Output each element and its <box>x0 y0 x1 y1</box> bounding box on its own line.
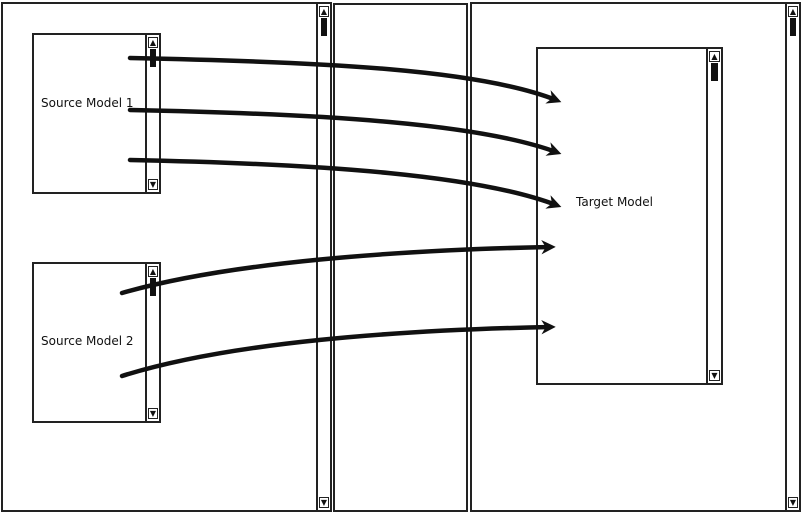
target-model-box: ▲ ▼ <box>536 47 723 385</box>
scroll-up-icon[interactable]: ▲ <box>148 266 158 277</box>
scroll-down-icon[interactable]: ▼ <box>319 497 329 508</box>
source-model-1-label: Source Model 1 <box>41 96 134 110</box>
scroll-thumb[interactable] <box>711 63 718 81</box>
target-model-scrollbar[interactable]: ▲ ▼ <box>706 49 721 383</box>
target-model-label: Target Model <box>576 195 653 209</box>
scroll-up-icon[interactable]: ▲ <box>788 6 798 17</box>
scroll-down-icon[interactable]: ▼ <box>788 497 798 508</box>
mapping-arrow-1 <box>127 55 562 104</box>
scroll-down-icon[interactable]: ▼ <box>148 179 158 190</box>
scroll-down-icon[interactable]: ▼ <box>148 408 158 419</box>
scroll-down-icon[interactable]: ▼ <box>709 370 720 381</box>
scroll-up-icon[interactable]: ▲ <box>709 51 720 62</box>
mapping-arrow-3 <box>127 157 562 209</box>
mapping-arrow-4 <box>119 239 556 296</box>
scroll-up-icon[interactable]: ▲ <box>148 37 158 48</box>
mapping-arrow-2 <box>127 107 562 156</box>
scroll-thumb[interactable] <box>790 18 796 36</box>
scroll-thumb[interactable] <box>321 18 327 36</box>
scroll-up-icon[interactable]: ▲ <box>319 6 329 17</box>
mapping-arrow-5 <box>119 319 556 379</box>
right-panel-scrollbar[interactable]: ▲ ▼ <box>785 4 799 510</box>
source-model-1-box: ▲ ▼ <box>32 33 161 194</box>
source-model-1-scrollbar[interactable]: ▲ ▼ <box>145 35 159 192</box>
source-model-2-label: Source Model 2 <box>41 334 134 348</box>
